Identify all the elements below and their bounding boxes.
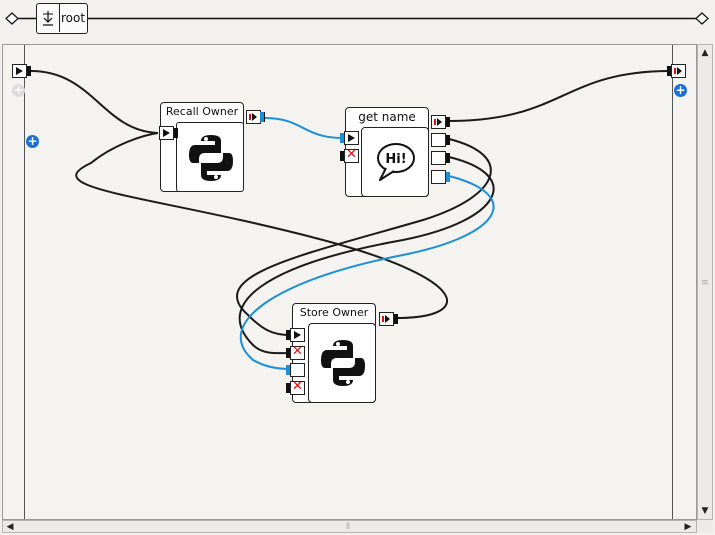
horizontal-scrollbar[interactable]: ◀ ⦀ ▶ <box>2 520 697 533</box>
scroll-down-icon[interactable]: ▼ <box>701 506 709 516</box>
store-cancel-port-1[interactable]: ✕ <box>286 344 305 360</box>
getname-output-port-1[interactable] <box>431 133 450 147</box>
wire-getname-store-3 <box>239 175 495 370</box>
workflow-canvas[interactable]: + + + Recall Owner get name Hi! ✕ Store … <box>2 44 697 520</box>
getname-input-port[interactable] <box>340 131 359 145</box>
breadcrumb-bar: root <box>0 0 715 40</box>
wire-store-recall <box>75 132 449 319</box>
wire-recall-getname <box>264 117 344 139</box>
left-rail <box>24 45 25 519</box>
breadcrumb-root-label: root <box>61 11 86 25</box>
workflow-output-port[interactable] <box>667 64 686 78</box>
workflow-input-port[interactable] <box>12 64 31 78</box>
store-data-port[interactable] <box>286 363 305 377</box>
store-input-port[interactable] <box>286 328 305 342</box>
download-arrow-icon <box>37 4 60 32</box>
wire-getname-end <box>448 70 671 122</box>
breadcrumb-line <box>5 12 709 25</box>
right-rail <box>672 45 673 519</box>
add-input-icon[interactable]: + <box>26 134 39 148</box>
node-get-name-body[interactable]: Hi! <box>361 127 429 197</box>
end-diamond-icon <box>695 12 709 25</box>
scroll-grip-h-icon[interactable]: ⦀ <box>346 522 350 532</box>
python-icon <box>321 340 365 386</box>
getname-output-port-2[interactable] <box>431 151 450 165</box>
recall-output-selected <box>260 112 264 122</box>
scroll-corner <box>697 520 713 533</box>
scroll-up-icon[interactable]: ▲ <box>701 48 709 58</box>
add-output-icon[interactable]: + <box>674 83 687 97</box>
speech-bubble-text: Hi! <box>385 152 406 167</box>
getname-output-event-port[interactable] <box>431 115 450 129</box>
node-recall-owner-body[interactable] <box>176 122 244 192</box>
scroll-right-icon[interactable]: ▶ <box>684 522 692 532</box>
getname-output-port-3[interactable] <box>431 170 450 184</box>
scroll-left-icon[interactable]: ◀ <box>6 522 14 532</box>
add-input-disabled-icon: + <box>12 83 25 97</box>
node-recall-owner-title: Recall Owner <box>165 105 239 118</box>
python-icon <box>189 135 233 181</box>
wire-start-recall <box>30 70 159 134</box>
wire-getname-store-1 <box>236 138 492 336</box>
breadcrumb-root[interactable]: root <box>36 3 88 34</box>
scroll-grip-icon[interactable]: ≡ <box>701 278 709 288</box>
start-diamond-icon <box>5 12 19 25</box>
node-store-owner-body[interactable] <box>308 323 376 403</box>
vertical-scrollbar[interactable]: ▲ ≡ ▼ <box>697 44 713 520</box>
wire-getname-store-2 <box>238 156 495 355</box>
getname-cancel-port[interactable]: ✕ <box>340 147 359 163</box>
store-cancel-port-2[interactable]: ✕ <box>286 379 305 395</box>
node-store-owner-title: Store Owner <box>299 306 369 319</box>
speech-bubble-icon: Hi! <box>377 143 415 181</box>
wires <box>30 70 671 370</box>
recall-output-port[interactable] <box>246 110 265 124</box>
store-output-port[interactable] <box>379 312 398 326</box>
node-get-name-title: get name <box>358 110 416 124</box>
recall-input-port[interactable] <box>159 126 178 140</box>
